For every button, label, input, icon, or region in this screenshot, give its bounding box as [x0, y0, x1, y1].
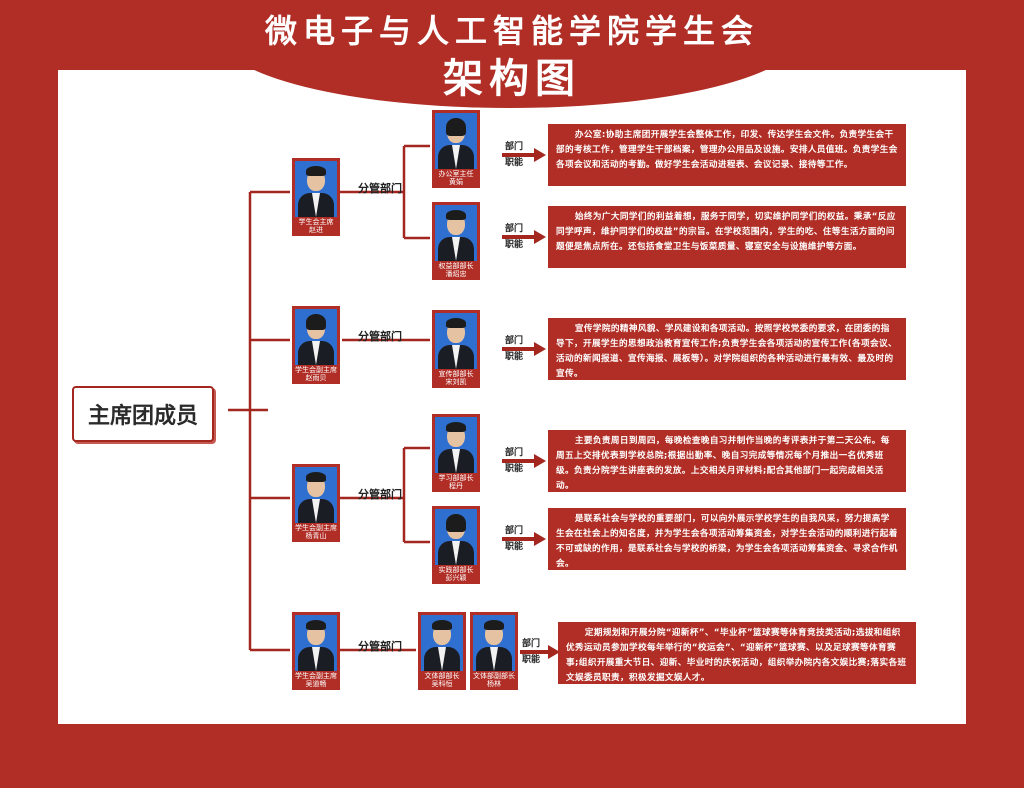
caption-name: 黄娟 — [449, 178, 463, 186]
root-label: 主席团成员 — [87, 404, 198, 429]
dept-description: 始终为广大同学们的利益着想，服务于同学，切实维护同学们的权益。秉承“反应同学呼声… — [548, 206, 906, 268]
caption-role: 实践部部长 — [438, 566, 474, 574]
caption-role: 文体部部长 — [424, 672, 460, 680]
portrait-photo — [421, 615, 463, 671]
caption-name: 彭兴颖 — [445, 574, 467, 582]
dept-head-card: 办公室主任黄娟 — [432, 110, 480, 188]
leader-card: 学生会副主席赵雨贝 — [292, 306, 340, 384]
dept-head-card: 学习部部长程丹 — [432, 414, 480, 492]
dept-description: 宣传学院的精神风貌、学风建设和各项活动。按照学校党委的要求，在团委的指导下，开展… — [548, 318, 906, 380]
bumen-zhineng-label: 部门职能 — [522, 639, 541, 665]
leader-card: 学生会副主席杨青山 — [292, 464, 340, 542]
dept-description: 是联系社会与学校的重要部门，可以向外展示学校学生的自我风采，努力提高学生会在社会… — [548, 508, 906, 570]
root-node: 主席团成员 — [72, 386, 214, 442]
dept-head-card: 实践部部长彭兴颖 — [432, 506, 480, 584]
portrait-photo — [435, 205, 477, 261]
caption-role: 学习部部长 — [438, 474, 474, 482]
leader-card: 学生会副主席吴道畅 — [292, 612, 340, 690]
portrait-photo — [435, 417, 477, 473]
dept-description: 办公室:协助主席团开展学生会整体工作，印发、传达学生会文件。负责学生会干部的考核… — [548, 124, 906, 186]
dept-head-card: 文体部副部长杨林 — [470, 612, 518, 690]
portrait-photo — [473, 615, 515, 671]
caption-name: 潘炤忠 — [445, 270, 467, 278]
caption-role: 学生会副主席 — [295, 366, 337, 374]
bumen-zhineng-label: 部门职能 — [505, 224, 524, 250]
portrait-photo — [435, 113, 477, 169]
caption-name: 吴道畅 — [305, 680, 327, 688]
sub-dept-label: 分管部门 — [358, 182, 402, 195]
bumen-zhineng-label: 部门职能 — [505, 336, 524, 362]
dept-head-card: 权益部部长潘炤忠 — [432, 202, 480, 280]
caption-name: 赵进 — [309, 226, 323, 234]
caption-role: 办公室主任 — [438, 170, 474, 178]
leader-card: 学生会主席赵进 — [292, 158, 340, 236]
portrait-photo — [435, 313, 477, 369]
dept-head-card: 文体部部长吴科恒 — [418, 612, 466, 690]
caption-role: 学生会主席 — [298, 218, 334, 226]
caption-role: 宣传部部长 — [438, 370, 474, 378]
sub-dept-label: 分管部门 — [358, 640, 402, 653]
caption-name: 赵雨贝 — [305, 374, 327, 382]
caption-name: 杨林 — [487, 680, 501, 688]
bumen-zhineng-label: 部门职能 — [505, 142, 524, 168]
portrait-photo — [295, 615, 337, 671]
dept-description: 主要负责周日到周四，每晚检查晚自习并制作当晚的考评表并于第二天公布。每周五上交排… — [548, 430, 906, 492]
bumen-zhineng-label: 部门职能 — [505, 526, 524, 552]
dept-head-card: 宣传部部长宋刘凯 — [432, 310, 480, 388]
portrait-photo — [295, 467, 337, 523]
caption-role: 文体部副部长 — [473, 672, 515, 680]
caption-role: 学生会副主席 — [295, 524, 337, 532]
dept-description: 定期规划和开展分院“迎新杯”、“毕业杯”篮球赛等体育竞技类活动;选拔和组织优秀运… — [558, 622, 916, 684]
caption-role: 学生会副主席 — [295, 672, 337, 680]
bumen-zhineng-label: 部门职能 — [505, 448, 524, 474]
sub-dept-label: 分管部门 — [358, 330, 402, 343]
caption-role: 权益部部长 — [438, 262, 474, 270]
page-subtitle: 架构图 — [443, 56, 581, 102]
page-title: 微电子与人工智能学院学生会 — [264, 12, 759, 50]
portrait-photo — [295, 161, 337, 217]
portrait-photo — [295, 309, 337, 365]
caption-name: 吴科恒 — [431, 680, 453, 688]
caption-name: 宋刘凯 — [445, 378, 467, 386]
caption-name: 程丹 — [449, 482, 463, 490]
sub-dept-label: 分管部门 — [358, 488, 402, 501]
caption-name: 杨青山 — [305, 532, 327, 540]
portrait-photo — [435, 509, 477, 565]
